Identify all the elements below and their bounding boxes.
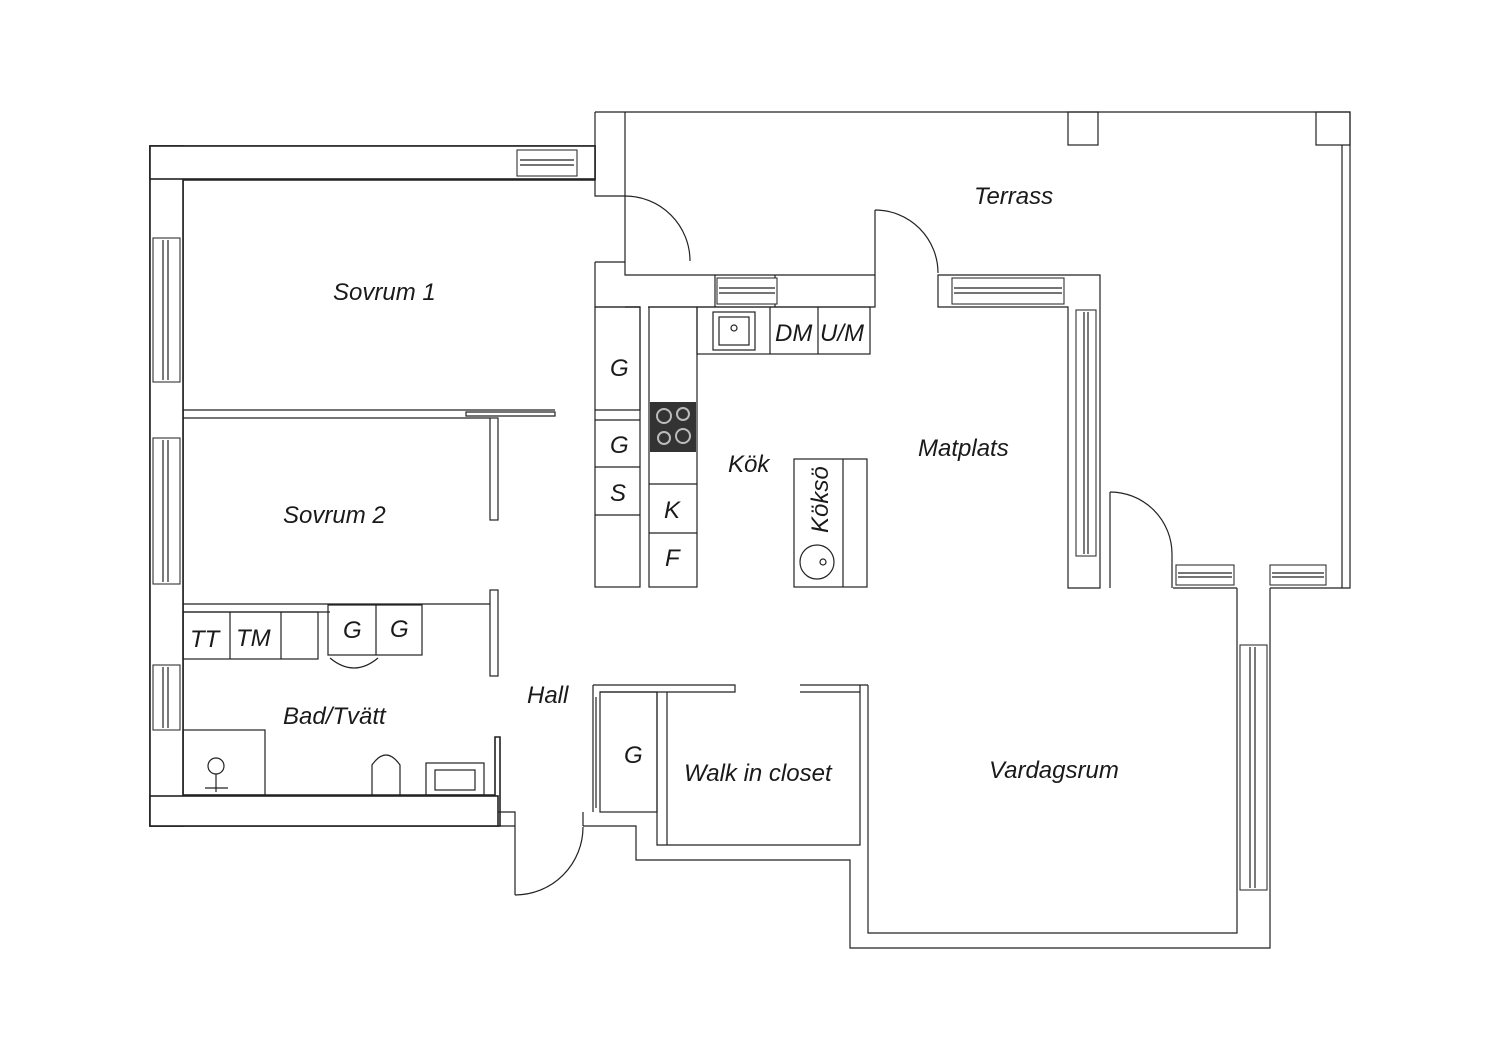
windows [152,149,1327,891]
fixture-label-dm: DM [775,320,812,347]
terrace-outline [594,111,1351,589]
fixture-label-koksö: Köksö [807,466,834,533]
fixture-label-g-kitchen-2: G [610,432,629,459]
fixture-label-g-hall: G [624,742,643,769]
fixture-label-k: K [664,497,681,524]
outer-walls [149,145,1271,949]
fixture-label-tm: TM [236,625,271,652]
kitchen-fixtures [594,306,871,588]
room-label-vardagsrum: Vardagsrum [989,757,1119,784]
stove [650,402,696,452]
room-label-walk-in-closet: Walk in closet [684,760,833,787]
fixture-label-um: U/M [820,320,864,347]
room-label-sovrum-2: Sovrum 2 [283,502,386,529]
room-label-matplats: Matplats [918,435,1009,462]
fixture-label-g-kitchen-1: G [610,355,629,382]
room-label-sovrum-1: Sovrum 1 [333,279,436,306]
fixture-label-g-bath-2: G [390,616,409,643]
fixture-label-f: F [665,545,681,572]
fixture-labels: DM U/M G G S K F Köksö TT TM G G G [190,320,864,769]
room-labels: Terrass Sovrum 1 Sovrum 2 Kök Matplats H… [283,183,1119,787]
fixture-label-g-bath-1: G [343,617,362,644]
room-label-hall: Hall [527,682,569,709]
fixture-label-tt: TT [190,626,222,653]
doors [465,195,1173,896]
room-label-bad-tvatt: Bad/Tvätt [283,703,387,730]
room-label-terrass: Terrass [974,183,1053,210]
hall-closet [599,691,658,813]
room-label-kok: Kök [728,451,771,478]
fixture-label-s: S [610,480,626,507]
bathroom-fixtures [182,604,485,796]
